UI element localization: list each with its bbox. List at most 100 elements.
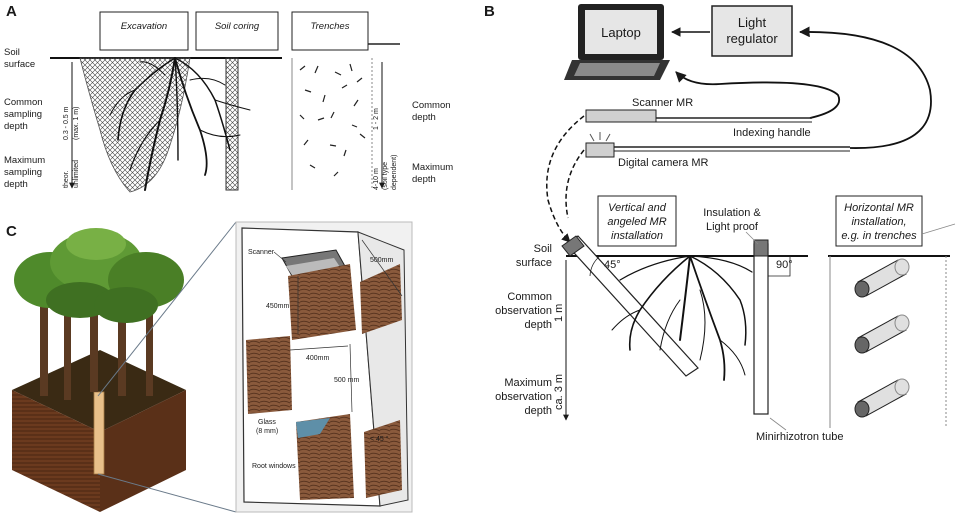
- zoom-line-top: [97, 221, 237, 397]
- trench-dependent-label: dependent): [391, 155, 398, 190]
- common-sampling-2: sampling: [4, 109, 42, 120]
- vertical-box-2: angeled MR: [607, 216, 666, 228]
- dim-line-500b: [361, 239, 403, 297]
- panel-a-letter: A: [6, 3, 17, 20]
- tree-canopy: [14, 228, 184, 323]
- glass-label-1: Glass: [258, 419, 276, 426]
- panel-c-letter: C: [6, 223, 17, 240]
- cable-to-regulator: [798, 26, 932, 149]
- vertical-installation-box: [597, 195, 677, 247]
- excavation-pit: [79, 57, 191, 193]
- angle-arc-45: [589, 255, 601, 277]
- dashed-arrow-scanner: [546, 115, 585, 243]
- horizontal-tube-3: [854, 378, 910, 418]
- common-sampling-3: depth: [4, 121, 28, 132]
- max-obs-1: Maximum: [504, 377, 552, 389]
- soil-surface-b-1: Soil: [534, 243, 552, 255]
- soil-core: [225, 57, 239, 191]
- soil-coring-box: [195, 11, 279, 51]
- digital-camera-label: Digital camera MR: [618, 157, 709, 169]
- vertical-box-1: Vertical and: [608, 202, 667, 214]
- depth-range-max-label: (max. 1 m): [73, 107, 80, 140]
- scanner-leader-c: [273, 251, 287, 263]
- vertical-minirhizotron-tube: [753, 243, 769, 415]
- soil-tube-c: [93, 391, 105, 475]
- angle-90-box: [768, 255, 791, 277]
- camera-flash-icon: [589, 132, 611, 142]
- insulation-2: Light proof: [706, 221, 759, 233]
- soil-surface-b-2: surface: [516, 257, 552, 269]
- max-sampling-1: Maximum: [4, 155, 45, 166]
- ca-3m-label: ca. 3 m: [553, 374, 565, 410]
- insulation-leader: [745, 231, 759, 245]
- indexing-handle-label: Indexing handle: [733, 127, 811, 139]
- dim-500-label: 500 mm: [334, 377, 359, 384]
- horizontal-tube-1: [854, 258, 910, 298]
- scanner-mr-label: Scanner MR: [632, 97, 693, 109]
- digital-camera-body: [585, 142, 615, 158]
- soil-block: [12, 350, 186, 512]
- root-window-side-2: [364, 420, 402, 498]
- light-regulator-2: regulator: [726, 31, 778, 46]
- tree-trunks: [40, 290, 153, 400]
- laptop-icon: [564, 4, 670, 80]
- theor-label: theor.: [63, 170, 70, 188]
- horizontal-box-2: installation,: [851, 216, 906, 228]
- insulation-1: Insulation &: [703, 207, 761, 219]
- common-obs-1: Common: [507, 291, 552, 303]
- soil-coring-label: Soil coring: [215, 21, 260, 32]
- cable-to-laptop: [675, 71, 840, 119]
- max-depth-1: Maximum: [412, 162, 453, 173]
- root-window-1: [288, 264, 356, 340]
- angled-minirhizotron-tube: [561, 235, 699, 377]
- max-obs-3: depth: [524, 405, 552, 417]
- max-depth-2: depth: [412, 174, 436, 185]
- dashed-arrow-camera: [565, 149, 585, 219]
- angle-45-label-c: < 45 °: [370, 435, 389, 443]
- horizontal-tube-2: [854, 314, 910, 354]
- glass-label-2: (8 mm): [256, 428, 278, 435]
- vertical-box-3: installation: [611, 230, 663, 242]
- glass-pane-blue: [296, 418, 330, 438]
- common-depth-1: Common: [412, 100, 451, 111]
- root-windows-label: Root windows: [252, 463, 296, 470]
- root-system-b: [611, 255, 753, 381]
- horizontal-box-3: e.g. in trenches: [841, 230, 917, 242]
- panel-b-letter: B: [484, 3, 495, 20]
- root-window-2: [246, 336, 292, 414]
- soil-surface-a-2: surface: [4, 59, 35, 70]
- scanner-label-c: Scanner: [248, 249, 275, 256]
- panel-a: A Excavation Soil coring Trenches Soil s…: [4, 3, 453, 193]
- horizontal-installation-box: [835, 195, 923, 247]
- horizontal-box-leader: [921, 223, 956, 235]
- excavation-label: Excavation: [121, 21, 167, 32]
- light-regulator-1: Light: [738, 15, 767, 30]
- trench-root-fragments: [299, 63, 366, 177]
- trenches-box: [291, 11, 369, 51]
- max-sampling-2: sampling: [4, 167, 42, 178]
- panel-b: B Laptop Light regulator Scanner MR Inde…: [484, 3, 956, 443]
- common-obs-2: observation: [495, 305, 552, 317]
- trenches-label: Trenches: [311, 21, 350, 32]
- soil-surface-a-1: Soil: [4, 47, 20, 58]
- max-obs-2: observation: [495, 391, 552, 403]
- common-depth-2: depth: [412, 112, 436, 123]
- max-sampling-3: depth: [4, 179, 28, 190]
- laptop-label: Laptop: [601, 25, 641, 40]
- one-m-label: 1 m: [553, 304, 565, 322]
- angle-45-label: 45°: [604, 259, 621, 271]
- dim-400-label: 400mm: [306, 355, 330, 362]
- angle-90-label: 90°: [776, 259, 793, 271]
- depth-range-label: 0.3 - 0.5 m: [63, 106, 70, 140]
- excavation-box: [99, 11, 189, 51]
- dim-line-500: [349, 343, 353, 413]
- root-system-a: [109, 57, 251, 191]
- common-sampling-1: Common: [4, 97, 43, 108]
- dim-line-400: [289, 345, 349, 351]
- trench-range-label: 1 - 2 m: [373, 108, 380, 130]
- zoom-line-bottom: [97, 473, 237, 513]
- common-obs-3: depth: [524, 319, 552, 331]
- horizontal-box-1: Horizontal MR: [844, 202, 914, 214]
- dim-450-label: 450mm: [266, 303, 290, 310]
